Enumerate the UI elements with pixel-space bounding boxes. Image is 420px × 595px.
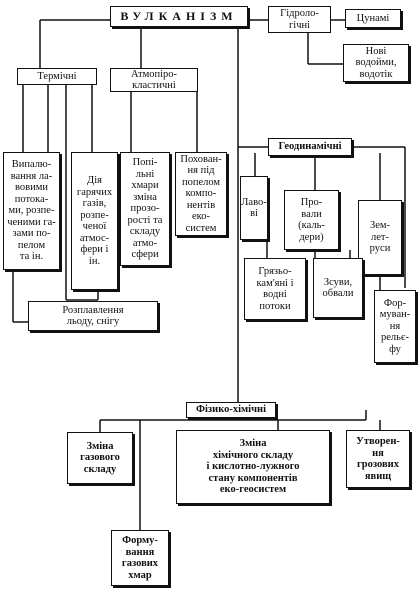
burning-box: Випалю- вання ла- вовими потока- ми, роз… — [3, 152, 60, 270]
hydrological-box: Гідроло- гічні — [268, 6, 331, 33]
gas-change-box: Зміна газового складу — [67, 432, 133, 484]
earthquakes-box: Зем- лет- руси — [358, 200, 402, 275]
geodynamic-box: Геодинамічні — [268, 138, 352, 156]
gas-clouds-box: Форму- вання газових хмар — [111, 530, 169, 586]
new-water-box: Нові водойми, водотік — [343, 44, 409, 82]
storms-box: Утворен- ня грозових явищ — [346, 430, 410, 488]
melting-box: Розплавлення льоду, снігу — [28, 301, 158, 331]
ash-clouds-box: Попі- льні хмари зміна прозо- рості та с… — [120, 152, 170, 266]
atmo-clastic-box: Атмопіро- кластичні — [110, 68, 198, 92]
tsunami-box: Цунамі — [345, 9, 401, 28]
mudflows-box: Грязьо- кам'яні і водні потоки — [244, 258, 306, 320]
calderas-box: Про- вали (каль- дери) — [284, 190, 339, 250]
lava-box: Лаво- ві — [240, 176, 268, 240]
chem-change-box: Зміна хімічного складу і кислотно-лужног… — [176, 430, 330, 504]
title-box: ВУЛКАНІЗМ — [110, 6, 248, 27]
hot-gases-box: Дія гарячих газів, розпе- ченої атмос- ф… — [71, 152, 118, 290]
relief-box: Фор- муван- ня рельє- фу — [374, 290, 416, 363]
physico-chemical-box: Фізико-хімічні — [186, 402, 276, 418]
landslides-box: Зсуви, обвали — [313, 258, 363, 318]
thermal-box: Термічні — [17, 68, 97, 85]
burial-box: Похован- ня під попелом компо- нентів ек… — [175, 152, 227, 236]
